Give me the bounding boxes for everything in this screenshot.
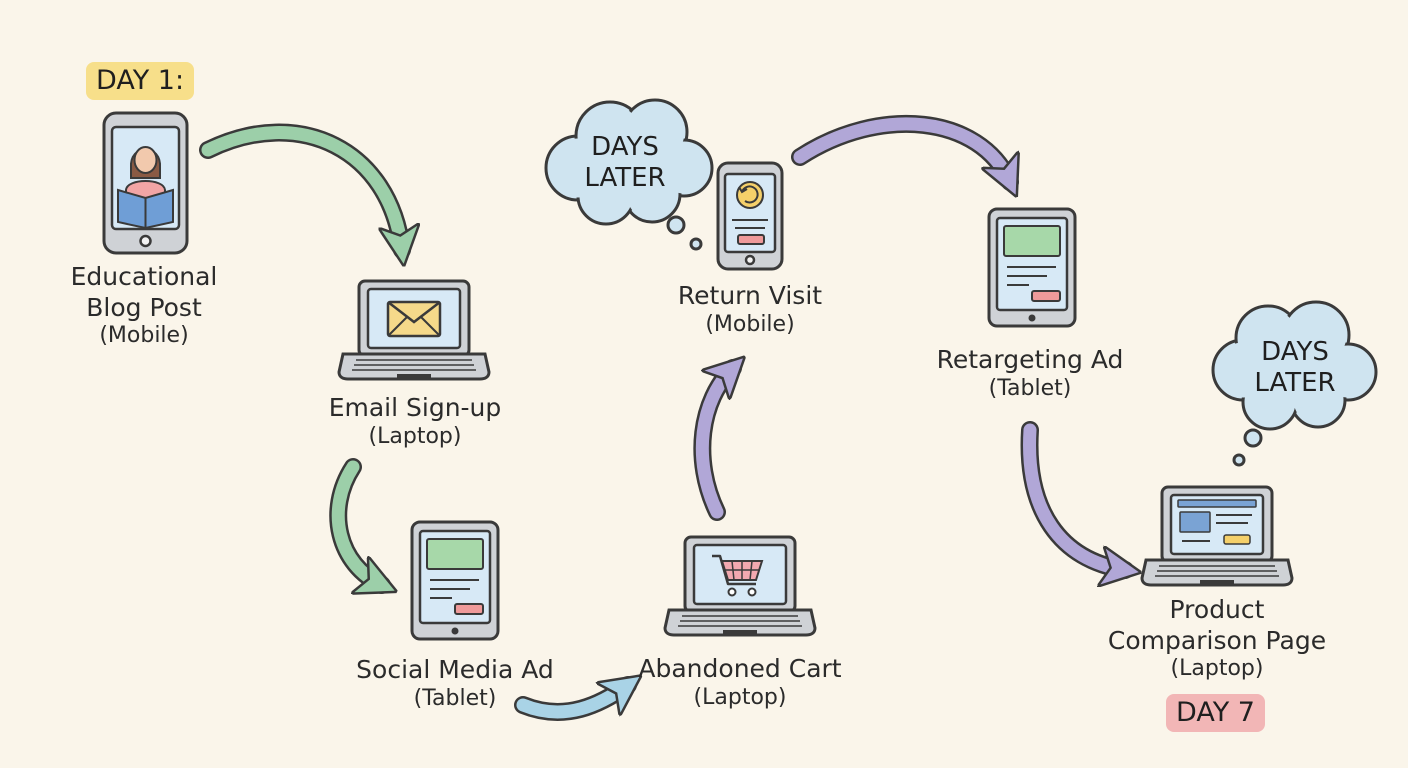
step-device: (Laptop) <box>693 684 787 710</box>
cloud-text: DAYS LATER <box>560 132 690 194</box>
thought-cloud <box>544 98 714 251</box>
laptop-device <box>1140 485 1294 587</box>
step-device: (Tablet) <box>413 685 497 711</box>
step-label-comparison: Product Comparison Page (Laptop) <box>1107 595 1327 683</box>
mobile-device <box>716 161 784 271</box>
cloud-line: DAYS <box>1261 337 1329 367</box>
step-device: (Laptop) <box>1170 656 1264 681</box>
reader-icon <box>117 146 174 230</box>
mobile-device <box>102 111 189 255</box>
step-device: (Tablet) <box>988 375 1072 401</box>
day1-tag: DAY 1: <box>86 62 195 101</box>
ad-card-icon <box>1003 225 1061 302</box>
step-title: Product <box>1169 595 1265 624</box>
cloud-line: DAYS <box>591 132 659 162</box>
step-title: Retargeting Ad <box>936 345 1124 374</box>
shopping-cart-icon <box>712 554 764 597</box>
arrow-blog-to-email <box>199 123 411 259</box>
step-title: Blog Post <box>86 292 202 322</box>
cloud-line: LATER <box>584 163 666 194</box>
laptop-device <box>663 535 817 637</box>
step-device: (Laptop) <box>368 423 462 449</box>
step-title: Social Media Ad <box>356 655 554 684</box>
refresh-icon <box>732 181 768 245</box>
day7-tag: DAY 7 <box>1166 694 1265 733</box>
step-title: Return Visit <box>677 281 823 310</box>
step-label-email: Email Sign-up (Laptop) <box>315 393 515 450</box>
cloud-line: LATER <box>1254 368 1336 399</box>
step-label-retargeting: Retargeting Ad (Tablet) <box>920 345 1140 402</box>
step-title: Email Sign-up <box>328 393 502 422</box>
step-title: Abandoned Cart <box>638 654 842 683</box>
ad-card-icon <box>426 538 484 615</box>
step-device: (Mobile) <box>99 323 189 348</box>
laptop-device <box>337 279 491 381</box>
step-label-social: Social Media Ad (Tablet) <box>345 655 565 712</box>
envelope-icon <box>386 300 442 338</box>
cloud-text: DAYS LATER <box>1230 337 1360 399</box>
step-label-cart: Abandoned Cart (Laptop) <box>630 654 850 711</box>
tablet-device <box>987 207 1077 328</box>
step-title: Comparison Page <box>1107 625 1327 655</box>
step-label-blog: Educational Blog Post (Mobile) <box>44 262 244 350</box>
step-title: Educational <box>70 262 218 291</box>
tablet-device <box>410 520 500 641</box>
step-label-return: Return Visit (Mobile) <box>650 281 850 338</box>
arrow-return-to-retargeting <box>791 114 1019 191</box>
thought-cloud <box>1211 300 1378 467</box>
step-device: (Mobile) <box>705 311 795 337</box>
comparison-icon <box>1177 499 1257 545</box>
